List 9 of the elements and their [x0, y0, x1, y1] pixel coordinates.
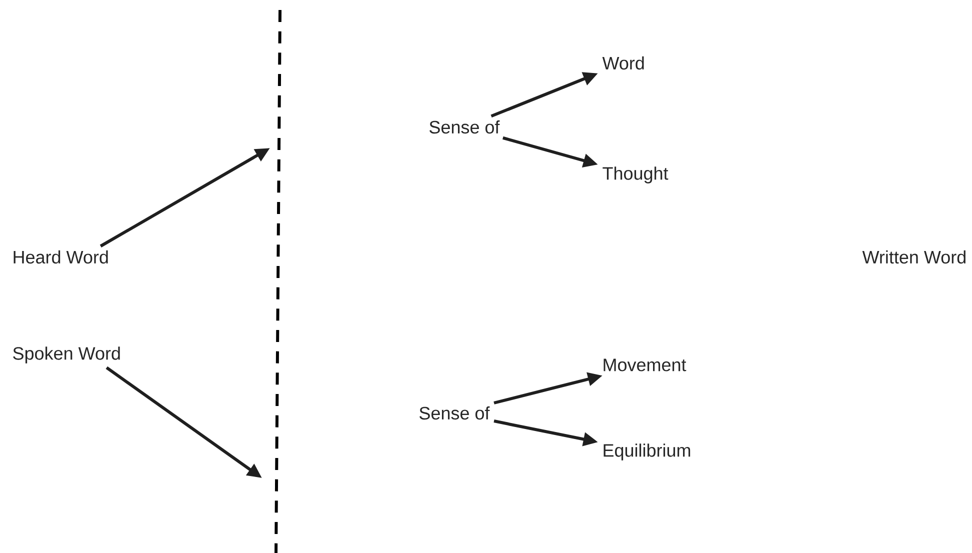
word-label: Word: [602, 56, 644, 70]
word-label: Thought: [602, 166, 668, 184]
word-label: Equilibrium: [604, 444, 690, 460]
word-label: Heard Word: [14, 250, 108, 264]
word-label: Movement: [604, 358, 686, 372]
word-label: Sense of: [420, 406, 490, 420]
word-label: Written Word: [862, 250, 966, 264]
word-label: Spoken Word: [13, 346, 120, 364]
word-label: Sense of: [430, 120, 500, 134]
